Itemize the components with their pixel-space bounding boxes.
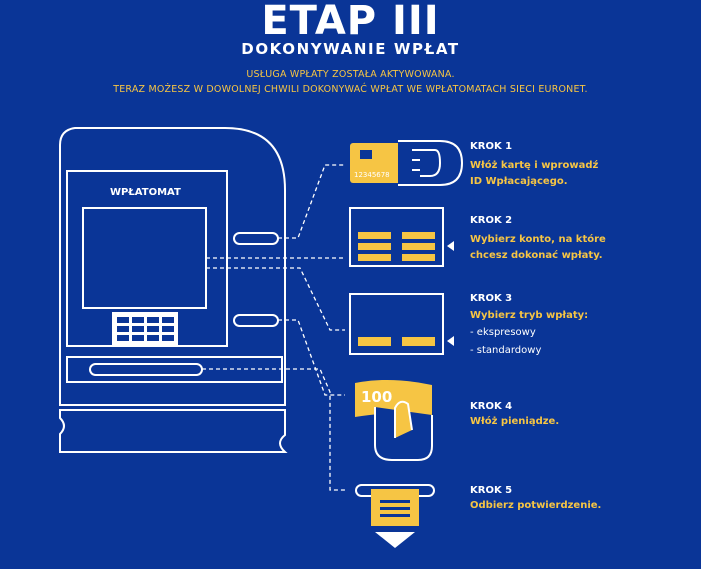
atm-keypad — [112, 312, 178, 346]
atm-body — [59, 127, 286, 406]
atm-label: WPŁATOMAT — [110, 187, 181, 198]
step-3-option-standard: - standardowy — [470, 345, 542, 356]
step-4: KROK 4 Włóż pieniądze. — [470, 401, 695, 430]
step-2: KROK 2 Wybierz konto, na które chcesz do… — [470, 215, 695, 264]
step-3-option-express: - ekspresowy — [470, 327, 536, 338]
step-5-desc: Odbierz potwierdzenie. — [470, 500, 602, 511]
atm-slot-panel — [66, 356, 283, 383]
atm-screen — [82, 207, 207, 309]
step-1-title: KROK 1 — [470, 141, 513, 152]
step-2-desc: Wybierz konto, na które chcesz dokonać w… — [470, 234, 606, 261]
step-3-desc: Wybierz tryb wpłaty: — [470, 310, 589, 321]
connector-lines — [202, 164, 345, 491]
intro-line-2: TERAZ MOŻESZ W DOWOLNEJ CHWILI DOKONYWAĆ… — [113, 84, 588, 95]
atm-receipt-slot — [89, 363, 203, 376]
card-number: 12345678 — [354, 171, 390, 179]
card-icon — [350, 140, 464, 186]
banknote-icon — [355, 379, 433, 461]
mode-select-screen-icon — [349, 293, 454, 355]
banknote-value: 100 — [361, 388, 392, 406]
step-3-title: KROK 3 — [470, 293, 513, 304]
atm-card-slot — [233, 232, 279, 245]
receipt-icon — [355, 484, 435, 548]
step-5-title: KROK 5 — [470, 485, 513, 496]
step-2-title: KROK 2 — [470, 215, 513, 226]
account-select-screen-icon — [349, 207, 454, 267]
atm-base — [59, 409, 288, 453]
step-4-desc: Włóż pieniądze. — [470, 416, 560, 427]
step-1-desc: Włóż kartę i wprowadź ID Wpłacającego. — [470, 160, 599, 187]
step-1: KROK 1 Włóż kartę i wprowadź ID Wpłacają… — [470, 141, 695, 190]
atm-deposit-slot — [233, 314, 279, 327]
page-title: ETAP III — [261, 0, 440, 44]
page-subtitle: DOKONYWANIE WPŁAT — [241, 40, 460, 58]
step-4-title: KROK 4 — [470, 401, 513, 412]
step-3: KROK 3 Wybierz tryb wpłaty: - ekspresowy… — [470, 293, 695, 360]
intro-line-1: USŁUGA WPŁATY ZOSTAŁA AKTYWOWANA. — [246, 69, 455, 80]
step-5: KROK 5 Odbierz potwierdzenie. — [470, 485, 695, 514]
